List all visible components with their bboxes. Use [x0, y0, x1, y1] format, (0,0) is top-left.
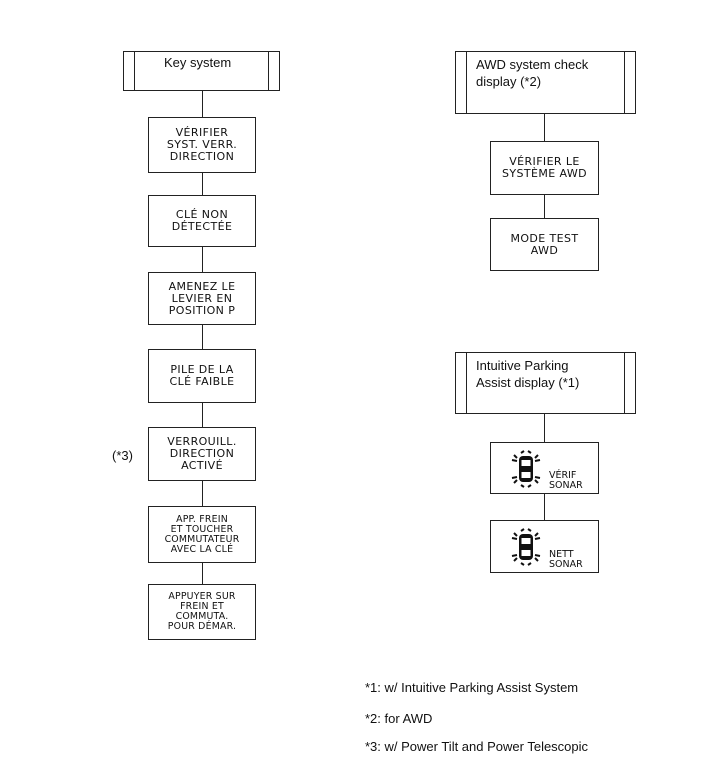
message-box-cle-non-detectee: CLÉ NON DÉTECTÉE	[148, 195, 256, 247]
message-box-mode-test-awd: MODE TEST AWD	[490, 218, 599, 271]
footnote-3: *3: w/ Power Tilt and Power Telescopic	[365, 739, 589, 754]
message-text: CLÉ NON DÉTECTÉE	[171, 208, 233, 233]
connector-line	[202, 91, 203, 117]
footnote-1: *1: w/ Intuitive Parking Assist System	[365, 680, 579, 695]
message-text: VÉRIFIER LE SYSTÈME AWD	[502, 155, 587, 180]
message-box-verifier-awd: VÉRIFIER LE SYSTÈME AWD	[490, 141, 599, 195]
key-system-header: Key system	[123, 51, 280, 91]
sonar-label: NETT SONAR	[549, 549, 583, 570]
message-box-amenez-levier: AMENEZ LE LEVIER EN POSITION P	[148, 272, 256, 325]
message-box-app-frein: APP. FREIN ET TOUCHER COMMUTATEUR AVEC L…	[148, 506, 256, 563]
message-box-verrouill-direction: VERROUILL. DIRECTION ACTIVÉ	[148, 427, 256, 481]
car-sonar-icon	[511, 450, 541, 488]
connector-line	[202, 481, 203, 506]
message-text: VERROUILL. DIRECTION ACTIVÉ	[167, 435, 237, 472]
sonar-label: VÉRIF SONAR	[549, 470, 583, 491]
connector-line	[202, 325, 203, 349]
message-box-verif-sonar: VÉRIF SONAR	[490, 442, 599, 494]
footnote-2: *2: for AWD	[365, 711, 433, 726]
parking-assist-header: Intuitive Parking Assist display (*1)	[455, 352, 636, 414]
car-sonar-icon	[511, 528, 541, 566]
message-text: APPUYER SUR FREIN ET COMMUTA. POUR DÉMAR…	[167, 591, 237, 632]
connector-line	[544, 195, 545, 218]
connector-line	[202, 247, 203, 272]
awd-header: AWD system check display (*2)	[455, 51, 636, 114]
connector-line	[202, 173, 203, 195]
key-system-header-label: Key system	[164, 55, 232, 70]
message-text: VÉRIFIER SYST. VERR. DIRECTION	[166, 126, 238, 163]
message-box-nett-sonar: NETT SONAR	[490, 520, 599, 573]
message-text: APP. FREIN ET TOUCHER COMMUTATEUR AVEC L…	[164, 513, 240, 555]
message-text: PILE DE LA CLÉ FAIBLE	[169, 363, 235, 388]
message-text: MODE TEST AWD	[510, 231, 579, 257]
message-box-pile-cle-faible: PILE DE LA CLÉ FAIBLE	[148, 349, 256, 403]
connector-line	[202, 563, 203, 584]
message-box-verifier-syst: VÉRIFIER SYST. VERR. DIRECTION	[148, 117, 256, 173]
connector-line	[202, 403, 203, 427]
message-text: AMENEZ LE LEVIER EN POSITION P	[168, 279, 236, 317]
connector-line	[544, 114, 545, 141]
connector-line	[544, 414, 545, 442]
message-box-appuyer-frein: APPUYER SUR FREIN ET COMMUTA. POUR DÉMAR…	[148, 584, 256, 640]
awd-header-label: AWD system check display (*2)	[476, 57, 589, 89]
parking-assist-header-label: Intuitive Parking Assist display (*1)	[476, 358, 580, 390]
footnote-ref-3: (*3)	[112, 448, 133, 463]
connector-line	[544, 494, 545, 520]
